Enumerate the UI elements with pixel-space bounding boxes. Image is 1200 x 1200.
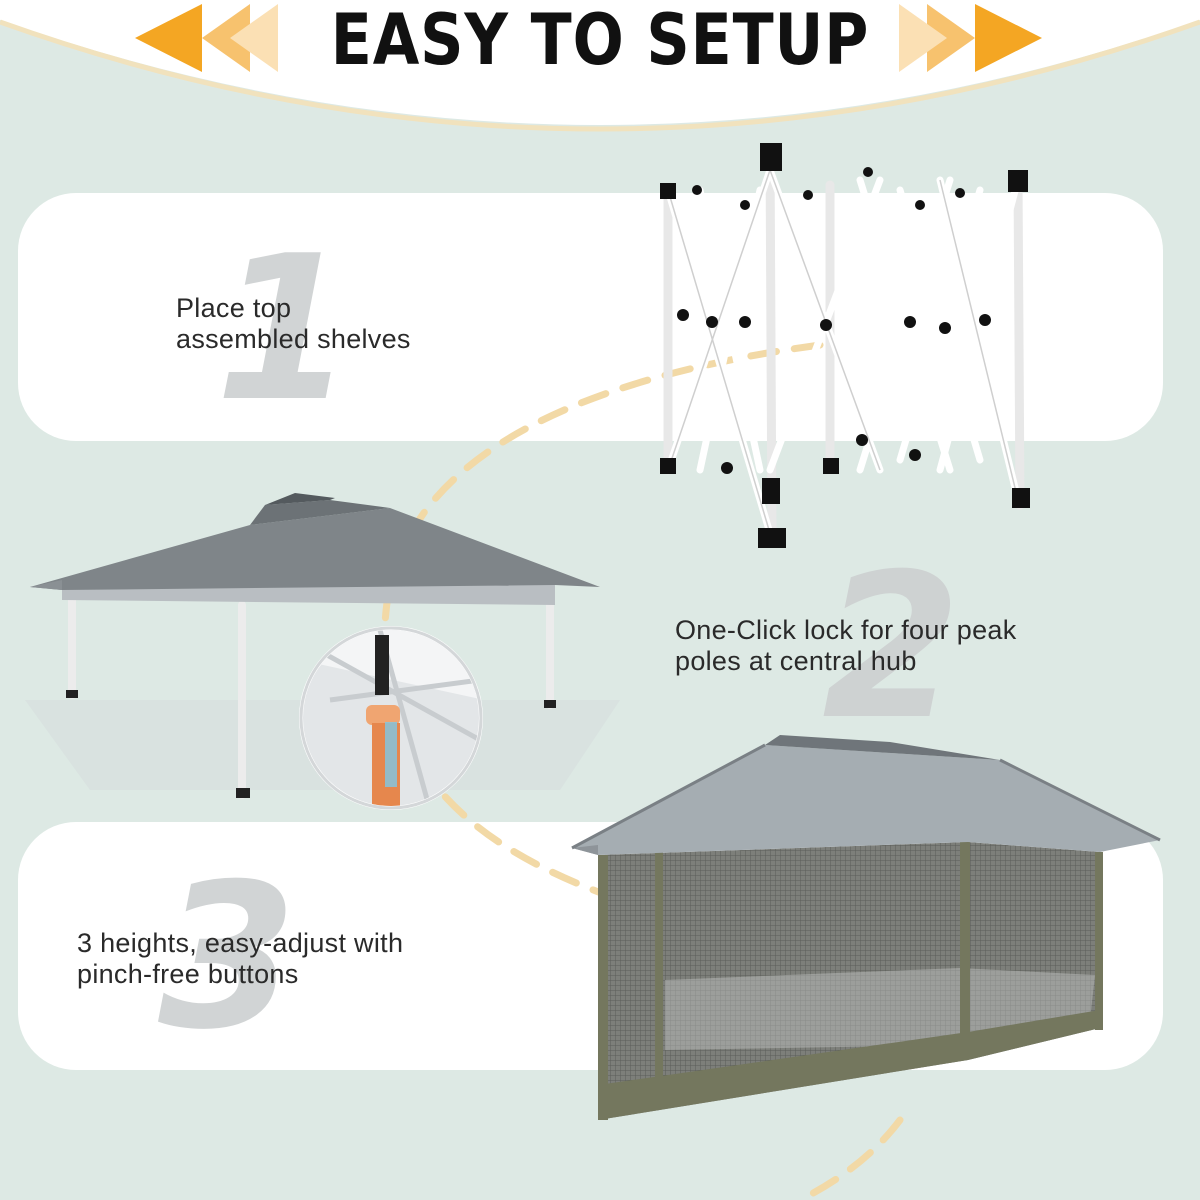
step-3-line-2: pinch-free buttons	[77, 959, 299, 989]
step-2-line-1: One-Click lock for four peak	[675, 615, 1017, 645]
step-1-number: 1	[215, 213, 355, 446]
step-2-line-2: poles at central hub	[675, 646, 917, 676]
page-headline: EASY TO SETUP	[330, 0, 870, 81]
step-3-description: 3 heights, easy-adjust with pinch-free b…	[77, 928, 403, 990]
step-1-line-2: assembled shelves	[176, 324, 411, 354]
step-1-description: Place top assembled shelves	[176, 293, 411, 355]
step-3-number: 3	[158, 841, 298, 1074]
step-3-line-1: 3 heights, easy-adjust with	[77, 928, 404, 958]
step-2-description: One-Click lock for four peak poles at ce…	[675, 615, 1017, 677]
step-2-number: 2	[822, 531, 962, 764]
step-1-line-1: Place top	[176, 293, 292, 323]
